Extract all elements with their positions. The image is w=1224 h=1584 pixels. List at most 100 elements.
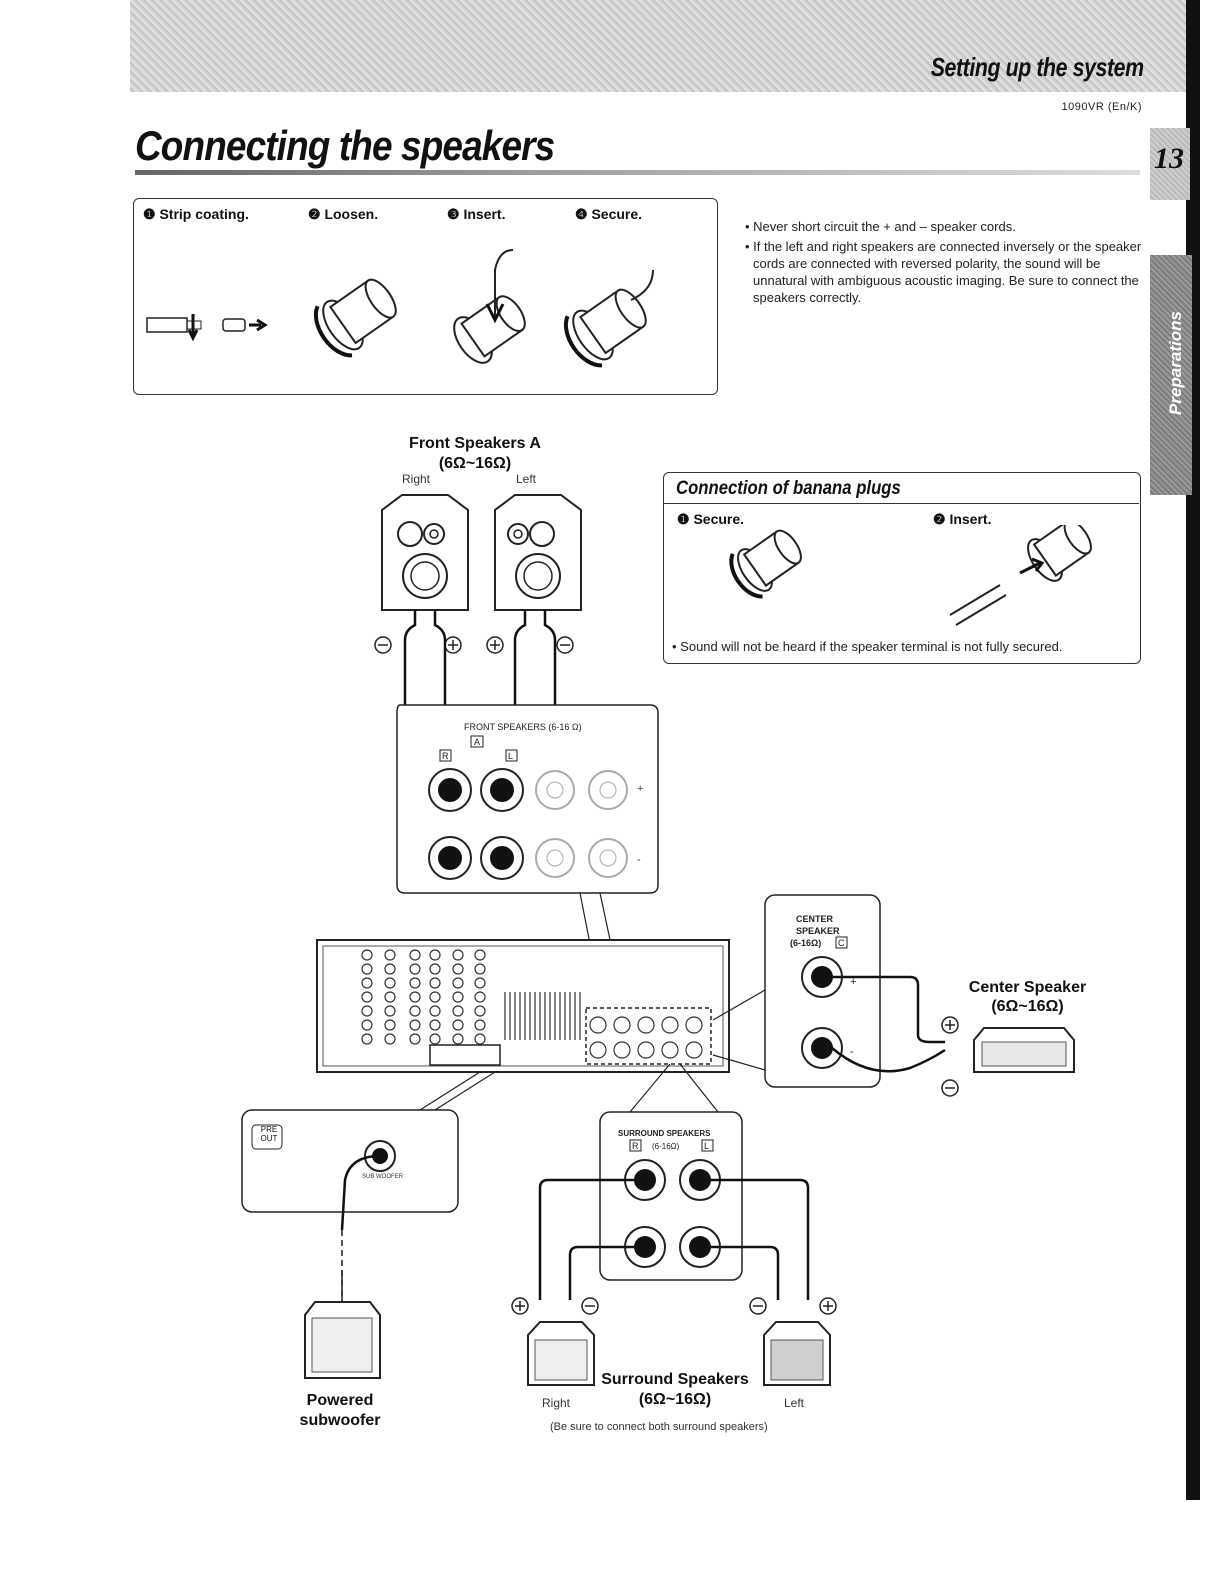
receiver-jack bbox=[361, 949, 373, 961]
subwoofer-title-1: Powered bbox=[306, 1392, 374, 1409]
receiver-jack bbox=[384, 949, 396, 961]
step-loosen: ❷ Loosen. bbox=[308, 206, 379, 222]
front-l-mark: L bbox=[508, 751, 513, 761]
receiver-jack bbox=[474, 963, 486, 975]
receiver-jack bbox=[452, 1033, 464, 1045]
receiver-speaker-terminal bbox=[661, 1041, 679, 1059]
receiver-speaker-terminal bbox=[589, 1041, 607, 1059]
surround-panel-label: SURROUND SPEAKERS bbox=[618, 1129, 711, 1138]
banana-insert-icon bbox=[1027, 525, 1092, 582]
front-speakers-impedance: (6Ω~16Ω) bbox=[438, 455, 512, 472]
receiver-jack bbox=[429, 963, 441, 975]
receiver-jack bbox=[474, 1033, 486, 1045]
receiver-jack bbox=[361, 1019, 373, 1031]
center-speaker-title: Center Speaker bbox=[968, 979, 1087, 996]
page-edge-bar bbox=[1186, 0, 1200, 1500]
model-code: 1090VR (En/K) bbox=[1061, 101, 1142, 113]
receiver-jack bbox=[384, 977, 396, 989]
banana-step-secure: ❶ Secure. bbox=[677, 511, 745, 527]
center-panel-label-3: (6-16Ω) bbox=[790, 938, 821, 948]
receiver-jack bbox=[452, 949, 464, 961]
receiver-jack bbox=[361, 991, 373, 1003]
receiver-jack bbox=[409, 1005, 421, 1017]
svg-text:-: - bbox=[850, 1046, 854, 1058]
center-panel-label-1: CENTER bbox=[796, 914, 834, 924]
page-number: 13 bbox=[1154, 142, 1184, 175]
receiver-jack bbox=[409, 963, 421, 975]
receiver-jack bbox=[384, 1033, 396, 1045]
receiver-jack bbox=[409, 1033, 421, 1045]
pre-out-block bbox=[429, 1044, 501, 1066]
receiver-jack bbox=[452, 1005, 464, 1017]
receiver-jack bbox=[384, 1019, 396, 1031]
receiver-speaker-terminal bbox=[685, 1016, 703, 1034]
receiver-speaker-terminal bbox=[637, 1016, 655, 1034]
front-panel-label: FRONT SPEAKERS (6-16 Ω) bbox=[464, 722, 582, 732]
surround-r-mark: R bbox=[632, 1141, 639, 1151]
receiver-jack bbox=[429, 1005, 441, 1017]
header-band bbox=[130, 0, 1190, 92]
surround-speakers-impedance: (6Ω~16Ω) bbox=[638, 1391, 712, 1408]
receiver-jack bbox=[409, 949, 421, 961]
steps-illustration bbox=[146, 249, 654, 368]
receiver-speaker-terminal bbox=[661, 1016, 679, 1034]
receiver-jack bbox=[361, 1033, 373, 1045]
receiver-jack bbox=[409, 977, 421, 989]
section-title: Setting up the system bbox=[931, 52, 1144, 82]
subwoofer-jack-label: SUB WOOFER bbox=[362, 1174, 404, 1180]
receiver-jack bbox=[429, 977, 441, 989]
receiver-jack bbox=[361, 1005, 373, 1017]
receiver-speaker-terminal bbox=[589, 1016, 607, 1034]
surround-polarity-symbols bbox=[511, 1297, 837, 1315]
center-c-mark: C bbox=[838, 938, 845, 948]
receiver-jack bbox=[452, 991, 464, 1003]
step-insert: ❸ Insert. bbox=[447, 206, 506, 222]
receiver-jack bbox=[474, 991, 486, 1003]
receiver-jack bbox=[452, 963, 464, 975]
receiver-jack bbox=[361, 963, 373, 975]
banana-step-insert: ❷ Insert. bbox=[933, 511, 992, 527]
title-rule bbox=[135, 170, 1140, 175]
subwoofer-title-2: subwoofer bbox=[299, 1412, 381, 1429]
front-terminals bbox=[428, 768, 628, 880]
center-cords bbox=[831, 975, 946, 1073]
page-number-box bbox=[1150, 128, 1190, 200]
receiver-jack bbox=[361, 977, 373, 989]
banana-title: Connection of banana plugs bbox=[676, 478, 901, 499]
step-strip-coating: ❶ Strip coating. bbox=[143, 206, 249, 222]
surround-panel-imp: (6-16Ω) bbox=[652, 1142, 680, 1151]
center-panel-label-2: SPEAKER bbox=[796, 926, 840, 936]
note-polarity: • If the left and right speakers are con… bbox=[745, 239, 1142, 305]
surround-l-mark: L bbox=[704, 1141, 709, 1151]
surround-right-label: Right bbox=[542, 1396, 571, 1410]
receiver-jack bbox=[429, 1019, 441, 1031]
banana-illustration bbox=[729, 525, 1092, 626]
svg-text:+: + bbox=[850, 976, 856, 988]
surround-cords bbox=[538, 1178, 810, 1300]
receiver-jack bbox=[452, 977, 464, 989]
receiver-jack bbox=[409, 991, 421, 1003]
receiver-jack bbox=[429, 949, 441, 961]
terminal-loosen-icon bbox=[313, 278, 397, 358]
receiver-jack bbox=[429, 1033, 441, 1045]
front-right-label: Right bbox=[402, 472, 431, 486]
front-a-mark: A bbox=[474, 737, 480, 747]
front-left-speaker bbox=[494, 494, 582, 611]
banana-secure-icon bbox=[729, 529, 802, 599]
step-secure: ❹ Secure. bbox=[575, 206, 643, 222]
terminal-insert-icon bbox=[453, 295, 526, 364]
page-title: Connecting the speakers bbox=[135, 122, 555, 169]
subwoofer-box bbox=[304, 1301, 381, 1379]
surround-speakers-title: Surround Speakers bbox=[601, 1371, 749, 1388]
wire-strip-icon bbox=[146, 314, 268, 342]
side-tab-label: Preparations bbox=[1166, 311, 1185, 415]
receiver-jack bbox=[452, 1019, 464, 1031]
receiver-speaker-terminal bbox=[637, 1041, 655, 1059]
banana-divider bbox=[663, 503, 1139, 504]
surround-note: (Be sure to connect both surround speake… bbox=[550, 1421, 768, 1433]
receiver-jack bbox=[474, 949, 486, 961]
note-short-circuit: • Never short circuit the + and – speake… bbox=[745, 219, 1016, 234]
front-speakers-title: Front Speakers A bbox=[409, 435, 541, 452]
receiver-jack bbox=[429, 991, 441, 1003]
center-speaker-impedance: (6Ω~16Ω) bbox=[991, 998, 1064, 1015]
